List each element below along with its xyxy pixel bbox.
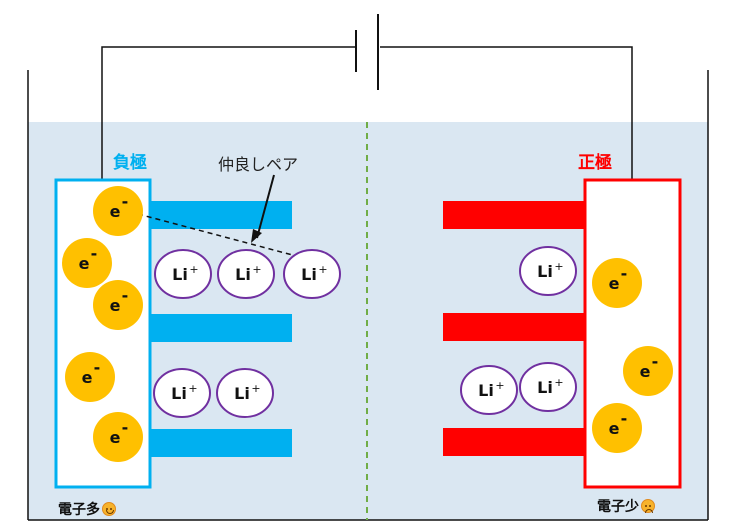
electron-charge: - xyxy=(652,352,659,371)
lithium-ion: Li+ xyxy=(460,365,518,415)
electron-charge: - xyxy=(91,244,98,263)
negative-electrode-label: 負極 xyxy=(113,153,147,173)
electron: e- xyxy=(592,258,642,308)
ion-charge: + xyxy=(189,263,198,276)
electron-circle xyxy=(93,280,143,330)
lithium-ion: Li+ xyxy=(217,249,275,299)
electron-circle xyxy=(623,346,673,396)
ion-symbol: Li xyxy=(537,262,553,281)
electron-charge: - xyxy=(621,264,628,283)
negative-plates xyxy=(150,201,292,457)
electron-symbol: e xyxy=(110,428,121,447)
electron-symbol: e xyxy=(640,362,651,381)
positive-caption: 電子少 xyxy=(597,496,655,516)
lithium-ion: Li+ xyxy=(519,362,577,412)
annotation-arrow xyxy=(256,174,275,239)
ion-symbol: Li xyxy=(537,378,553,397)
electron-symbol: e xyxy=(82,368,93,387)
electron-circle xyxy=(93,412,143,462)
ion-charge: + xyxy=(554,376,563,389)
electron-circle xyxy=(592,258,642,308)
sad-face-icon xyxy=(641,499,655,513)
electron-charge: - xyxy=(122,192,129,211)
electron-symbol: e xyxy=(609,274,620,293)
lithium-ion: Li+ xyxy=(519,246,577,296)
electron: e- xyxy=(93,186,143,236)
electron-circle xyxy=(592,403,642,453)
ion-charge: + xyxy=(495,379,504,392)
negative-caption-text: 電子多 xyxy=(58,502,100,518)
lithium-ion: Li+ xyxy=(216,368,274,418)
electron-symbol: e xyxy=(110,202,121,221)
ion-circle xyxy=(519,362,577,412)
electron: e- xyxy=(93,412,143,462)
electron: e- xyxy=(623,346,673,396)
lithium-ion: Li+ xyxy=(154,249,212,299)
electron-symbol: e xyxy=(79,254,90,273)
ion-circle xyxy=(153,368,211,418)
battery-symbol xyxy=(355,14,379,90)
ion-charge: + xyxy=(251,382,260,395)
electron-charge: - xyxy=(122,418,129,437)
lithium-ion: Li+ xyxy=(153,368,211,418)
negative-caption: 電子多 xyxy=(58,499,116,519)
ion-symbol: Li xyxy=(301,265,317,284)
pair-annotation-label: 仲良しペア xyxy=(218,155,299,174)
ion-charge: + xyxy=(318,263,327,276)
ion-circle xyxy=(283,249,341,299)
ion-symbol: Li xyxy=(171,384,187,403)
electron-charge: - xyxy=(94,358,101,377)
electron: e- xyxy=(62,238,112,288)
ion-charge: + xyxy=(188,382,197,395)
electron-circle xyxy=(65,352,115,402)
electron: e- xyxy=(592,403,642,453)
positive-caption-text: 電子少 xyxy=(597,499,639,515)
ion-circle xyxy=(460,365,518,415)
external-circuit xyxy=(101,46,633,180)
ion-charge: + xyxy=(554,260,563,273)
electron-circle xyxy=(93,186,143,236)
electrons: e-e-e-e-e-e-e-e- xyxy=(62,186,673,462)
electron: e- xyxy=(93,280,143,330)
positive-plates xyxy=(443,201,586,456)
electron-charge: - xyxy=(621,409,628,428)
ion-symbol: Li xyxy=(478,381,494,400)
electron-symbol: e xyxy=(609,419,620,438)
ion-circle xyxy=(217,249,275,299)
positive-electrode-label: 正極 xyxy=(578,153,612,173)
ion-symbol: Li xyxy=(235,265,251,284)
ion-circle xyxy=(519,246,577,296)
electron-circle xyxy=(62,238,112,288)
smiling-face-icon xyxy=(102,502,116,516)
electron-charge: - xyxy=(122,286,129,305)
ion-charge: + xyxy=(252,263,261,276)
lithium-ion: Li+ xyxy=(283,249,341,299)
arrowhead xyxy=(251,229,262,243)
ion-symbol: Li xyxy=(234,384,250,403)
ion-symbol: Li xyxy=(172,265,188,284)
pair-dashed-line xyxy=(137,213,301,258)
electron: e- xyxy=(65,352,115,402)
electron-symbol: e xyxy=(110,296,121,315)
ion-circle xyxy=(154,249,212,299)
lithium-ions: Li+Li+Li+Li+Li+Li+Li+Li+ xyxy=(153,246,577,418)
ion-circle xyxy=(216,368,274,418)
